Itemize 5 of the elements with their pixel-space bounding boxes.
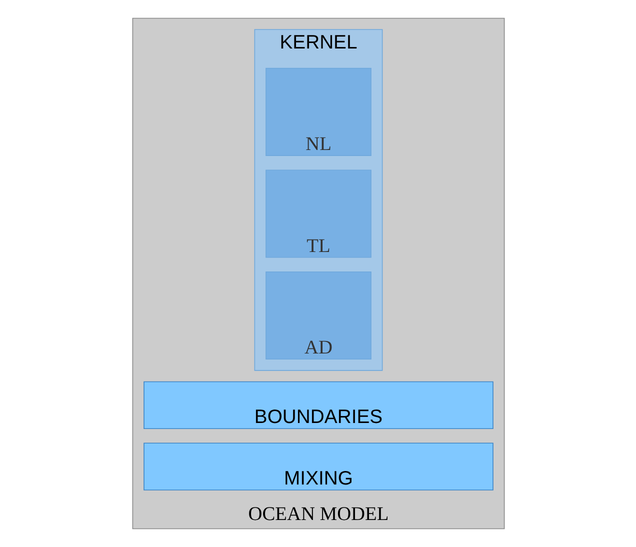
node-box: MIXING [143, 442, 493, 490]
node-box: NL [265, 68, 371, 156]
node-box: AD [265, 271, 371, 360]
node-box: BOUNDARIES [143, 381, 493, 429]
node-box: TL [265, 170, 371, 258]
